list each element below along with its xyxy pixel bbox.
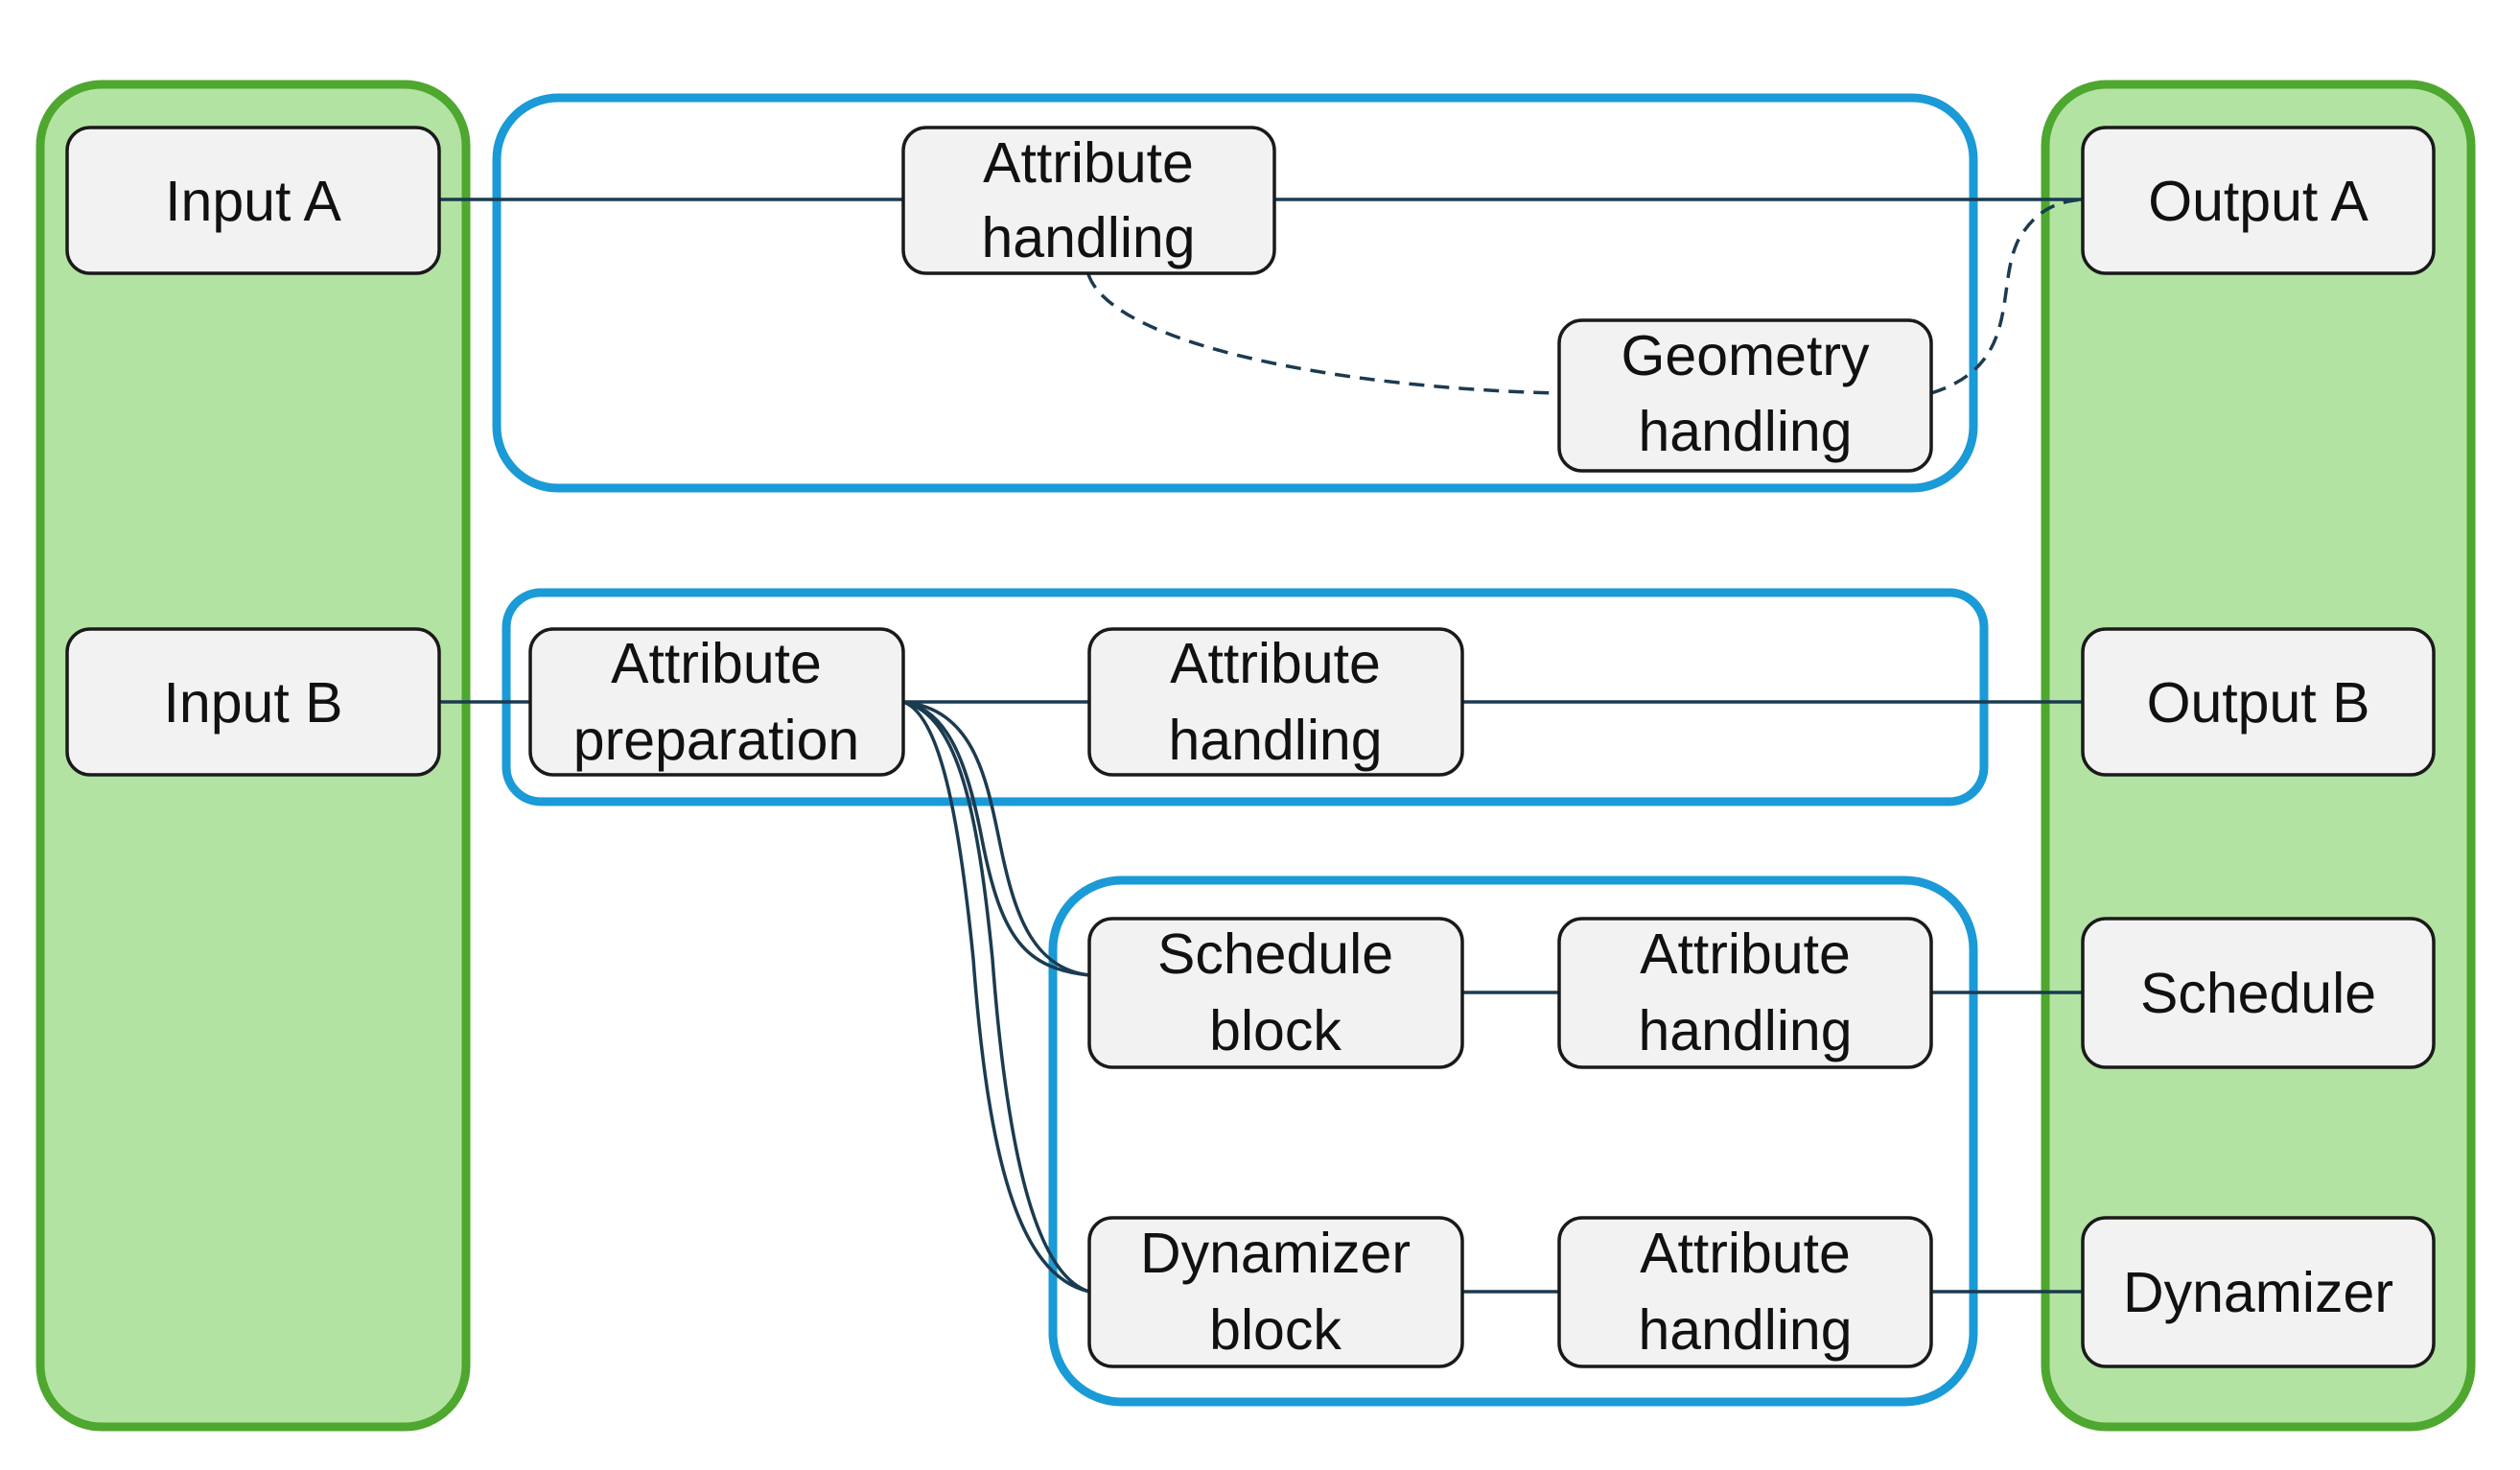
node-label-line-1: Attribute xyxy=(1640,1222,1851,1285)
edges xyxy=(439,198,2084,1294)
edge-attribute-preparation-to-schedule-block-a xyxy=(902,700,1090,977)
node-label-line-2: preparation xyxy=(573,709,860,772)
node-output-a: Output A xyxy=(2081,126,2436,275)
node-input-b: Input B xyxy=(65,627,441,777)
edge-attribute-preparation-to-dynamizer-block-b xyxy=(902,700,1090,1294)
node-label-line-1: Schedule xyxy=(1157,922,1393,986)
node-attribute-handling: Attribute handling xyxy=(1087,627,1464,777)
node-schedule: Schedule xyxy=(2081,917,2436,1069)
node-label-line-2: block xyxy=(1209,999,1342,1062)
node-label-line-2: handling xyxy=(981,206,1195,269)
node-label: Output A xyxy=(2148,170,2368,233)
node-input-a: Input A xyxy=(65,126,441,275)
node-attribute-handling: Attribute handling xyxy=(1557,917,1933,1069)
node-attribute-handling: Attribute handling xyxy=(1557,1216,1933,1368)
node-label-line-1: Geometry xyxy=(1621,324,1870,387)
node-label-line-1: Attribute xyxy=(983,131,1194,195)
node-label: Output B xyxy=(2147,671,2370,735)
node-label-line-1: Attribute xyxy=(1640,922,1851,986)
edge-geometry-handling-to-output-a xyxy=(1930,198,2084,395)
node-geometry-handling: Geometry handling xyxy=(1557,318,1933,473)
node-label-line-2: handling xyxy=(1638,999,1852,1062)
node-label-line-2: handling xyxy=(1168,709,1382,772)
edge-attribute-handling-to-geometry-handling xyxy=(1086,273,1560,395)
container-path-b xyxy=(502,588,1989,806)
container-path-a xyxy=(492,93,1978,493)
node-dynamizer-block: Dynamizer block xyxy=(1087,1216,1464,1368)
container-time xyxy=(1048,875,1978,1407)
node-attribute-preparation: Attribute preparation xyxy=(528,627,905,777)
node-output-b: Output B xyxy=(2081,627,2436,777)
nodes: Input A Input B Attribute handling Geome… xyxy=(65,126,2436,1368)
node-attribute-handling: Attribute handling xyxy=(901,126,1276,275)
node-label: Input B xyxy=(164,671,343,735)
edge-attribute-preparation-to-dynamizer-block-a xyxy=(902,700,1090,1294)
node-label-line-1: Attribute xyxy=(611,632,822,695)
node-schedule-block: Schedule block xyxy=(1087,917,1464,1069)
node-label: Dynamizer xyxy=(2123,1261,2393,1324)
node-label-line-2: block xyxy=(1209,1298,1342,1362)
node-label-line-1: Dynamizer xyxy=(1140,1222,1411,1285)
node-label-line-2: handling xyxy=(1638,1298,1852,1362)
edge-attribute-preparation-to-schedule-block-b xyxy=(902,700,1090,977)
node-label-line-1: Attribute xyxy=(1170,632,1381,695)
node-label-line-2: handling xyxy=(1638,400,1852,463)
node-label: Schedule xyxy=(2140,962,2376,1025)
node-label: Input A xyxy=(165,170,341,233)
node-dynamizer: Dynamizer xyxy=(2081,1216,2436,1368)
